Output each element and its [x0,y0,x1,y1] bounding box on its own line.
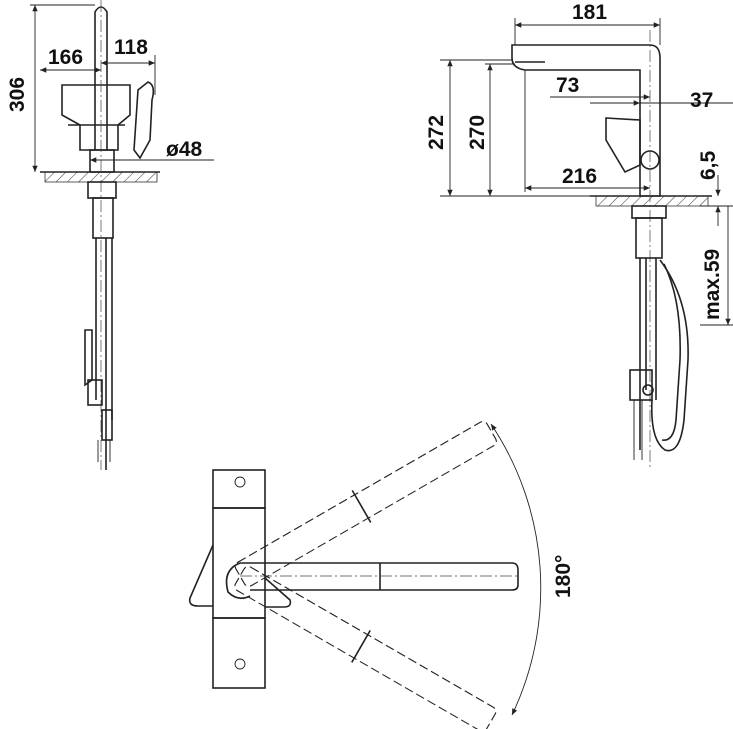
dim-37: 37 [690,89,713,112]
dim-181: 181 [572,1,607,24]
dim-180-degrees: 180° [552,555,575,598]
spout-top-rotated-up [234,421,497,587]
spout-top-current [240,562,520,591]
faucet-body-top [188,469,292,689]
dim-270: 270 [466,115,489,150]
dim-118: 118 [114,36,148,59]
faucet-body-side [511,30,661,470]
dim-max-59: max.59 [701,249,724,320]
dim-216: 216 [562,165,597,188]
dim-73: 73 [556,74,579,97]
side-view: 181 73 37 272 270 216 6,5 max.59 [425,1,733,470]
dimensions-front: 306 166 118 ø48 [6,4,214,172]
spout-top-rotated-down [234,566,497,729]
faucet-body-front [61,0,155,470]
front-view: 306 166 118 ø48 [6,0,214,470]
swivel-arc [490,423,542,716]
underside-fittings-side [629,205,689,460]
dim-306: 306 [6,77,29,112]
dim-6-5: 6,5 [697,150,720,180]
countertop-section [595,195,709,207]
top-view: 180° [188,421,575,729]
dim-166: 166 [48,46,83,69]
dim-diameter-48: ø48 [166,138,203,161]
dim-272: 272 [425,115,448,150]
underside-fittings-front [84,181,117,470]
dimensions-side: 181 73 37 272 270 216 6,5 max.59 [425,1,733,326]
